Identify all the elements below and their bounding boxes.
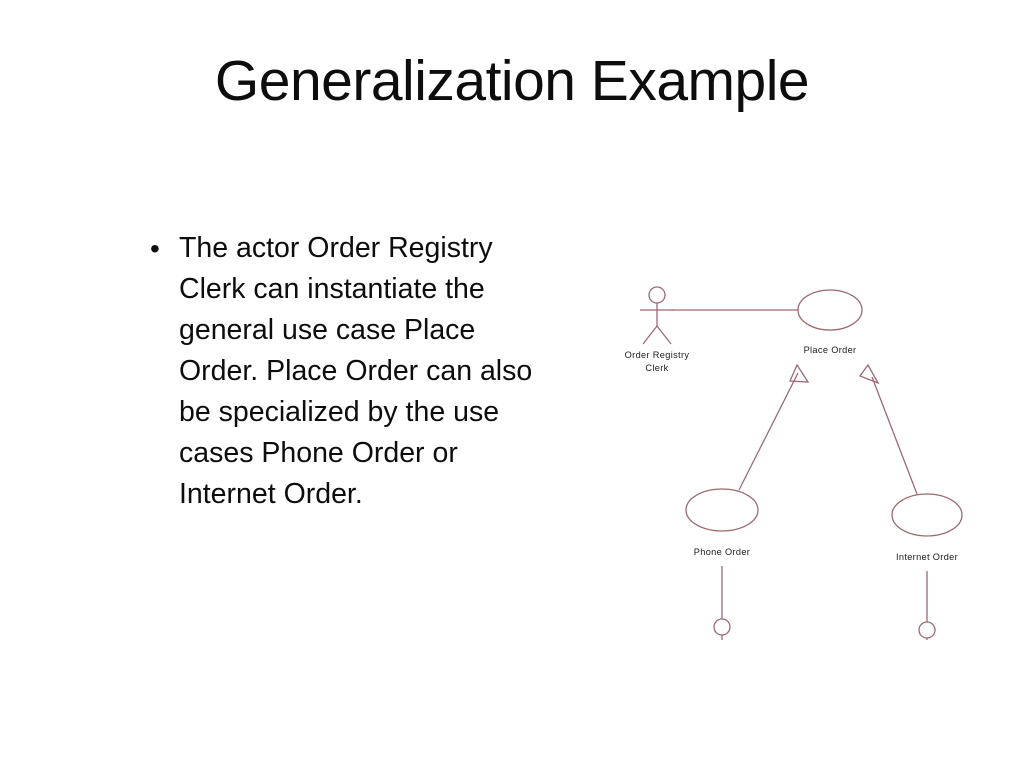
diagram-canvas: Order Registry Clerk Place Order Phone O…: [625, 286, 963, 640]
use-case-label-place-order: Place Order: [804, 345, 857, 355]
use-case-place-order: Place Order: [797, 289, 863, 355]
use-case-label-phone-order: Phone Order: [694, 547, 750, 557]
body-text-block: • The actor Order Registry Clerk can ins…: [148, 228, 568, 515]
actor-internet-customer: Internet Customer: [918, 621, 936, 640]
generalization-arrowhead-internet-order: [858, 363, 880, 385]
use-case-internet-order: Internet Order: [891, 493, 963, 562]
actor-customer: Customer: [713, 618, 731, 640]
actor-order-registry-clerk: Order Registry Clerk: [625, 286, 690, 373]
actor-head-icon: [648, 286, 666, 304]
page-title: Generalization Example: [214, 49, 810, 113]
generalization-arrowhead-phone-order: [789, 363, 810, 383]
bullet-point-icon: •: [150, 233, 160, 264]
actor-head-icon: [713, 618, 731, 636]
actor-left-leg-icon: [642, 325, 658, 345]
generalization-line-internet-order: [871, 376, 918, 495]
use-case-ellipse-internet-order: [891, 493, 963, 537]
actor-right-leg-icon: [656, 325, 672, 345]
use-case-phone-order: Phone Order: [685, 488, 759, 557]
generalization-phone-order-place-order: [738, 363, 810, 491]
generalization-line-phone-order: [738, 372, 799, 491]
actor-head-icon: [918, 621, 936, 639]
generalization-internet-order-place-order: [858, 363, 918, 495]
actor-label-order-registry-clerk-line2: Clerk: [645, 363, 668, 373]
list-item: • The actor Order Registry Clerk can ins…: [148, 228, 568, 515]
use-case-ellipse-phone-order: [685, 488, 759, 532]
use-case-label-internet-order: Internet Order: [896, 552, 958, 562]
bullet-item-label: The actor Order Registry Clerk can insta…: [179, 232, 533, 510]
use-case-ellipse-place-order: [797, 289, 863, 331]
uml-use-case-diagram: Order Registry Clerk Place Order Phone O…: [600, 270, 1000, 640]
actor-label-order-registry-clerk-line1: Order Registry: [625, 350, 690, 360]
